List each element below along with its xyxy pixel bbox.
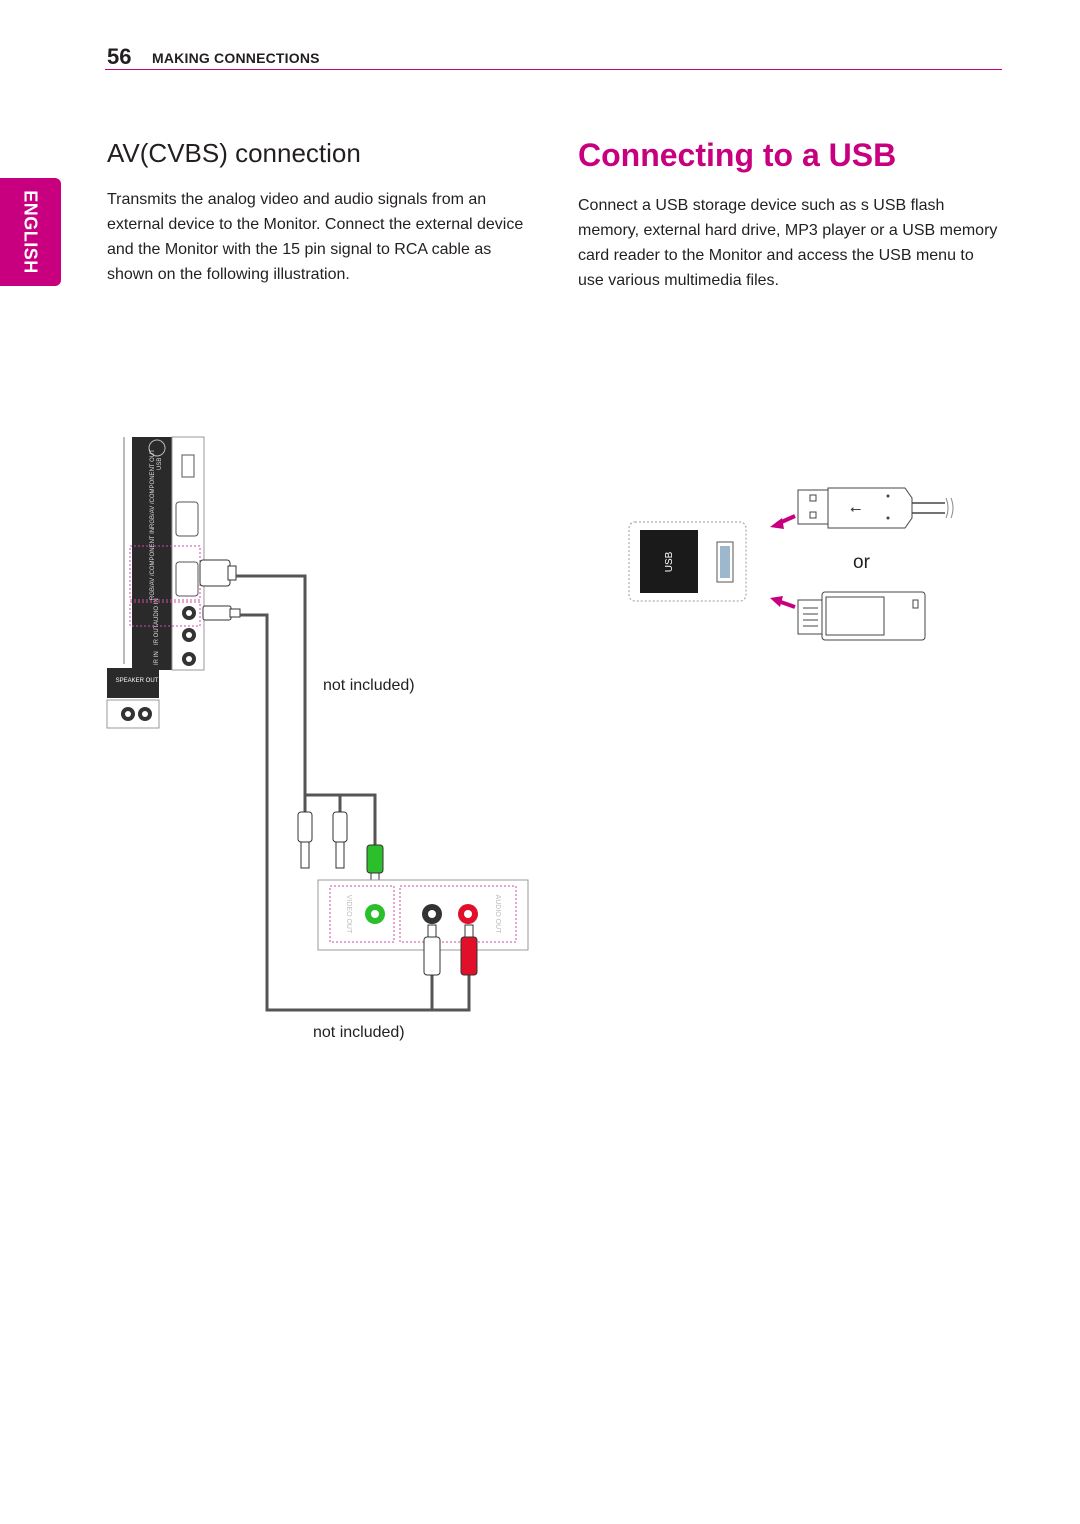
port-label-audio-in: AUDIO IN	[154, 598, 160, 625]
language-tab: ENGLISH	[0, 178, 61, 286]
language-tab-label: ENGLISH	[20, 190, 41, 274]
usb-description: Connect a USB storage device such as s U…	[578, 197, 998, 289]
device-label-audio-out: AUDIO OUT	[494, 895, 501, 935]
cable-note-bottom: not included)	[313, 1024, 405, 1041]
rca-plug-white-2	[332, 811, 348, 869]
usb-port-label: USB	[664, 551, 675, 572]
cable-note-top: not included)	[323, 677, 415, 694]
monitor-back-panel: USB RGB/AV /COMPONENT OUT RGB/AV /COMPON…	[106, 436, 205, 729]
dsub-connector	[199, 559, 237, 587]
rca-plug-white-audio	[423, 924, 441, 976]
rca-plug-red-audio	[460, 924, 478, 976]
or-label: or	[853, 552, 870, 573]
avcvbs-heading: AV(CVBS) connection	[107, 138, 361, 168]
arrow-icon-bottom	[770, 596, 796, 609]
avcvbs-description: Transmits the analog video and audio sig…	[107, 191, 524, 283]
av-connection-diagram: USB RGB/AV /COMPONENT OUT RGB/AV /COMPON…	[106, 436, 529, 1012]
usb-flash-drive	[797, 591, 926, 641]
usb-symbol-icon: ⭠	[850, 500, 861, 516]
section-label: MAKING CONNECTIONS	[152, 50, 320, 66]
port-label-usb: USB	[157, 458, 163, 470]
port-label-speaker: SPEAKER OUT	[116, 678, 159, 684]
page-number: 56	[107, 44, 132, 69]
usb-heading: Connecting to a USB	[578, 137, 897, 173]
header-rule	[105, 69, 1002, 70]
external-device-panel: VIDEO OUT AUDIO OUT	[317, 879, 529, 951]
cable-lines	[236, 574, 471, 1012]
port-label-ir-out: IR OUT	[154, 624, 160, 645]
arrow-icon-top	[770, 514, 796, 529]
device-label-video-out: VIDEO OUT	[345, 895, 352, 934]
usb-cable-plug: ⭠	[797, 487, 954, 529]
audio-jack-connector	[202, 605, 241, 621]
port-label-rgb-in: RGB/AV /COMPONENT IN	[150, 528, 156, 600]
port-label-rgb-out: RGB/AV /COMPONENT OUT	[150, 449, 156, 528]
port-label-ir-in: IR IN	[154, 651, 160, 665]
usb-connection-diagram: USB ⭠	[628, 487, 954, 641]
rca-plug-white-1	[297, 811, 313, 869]
usb-port-panel: USB	[628, 521, 747, 602]
